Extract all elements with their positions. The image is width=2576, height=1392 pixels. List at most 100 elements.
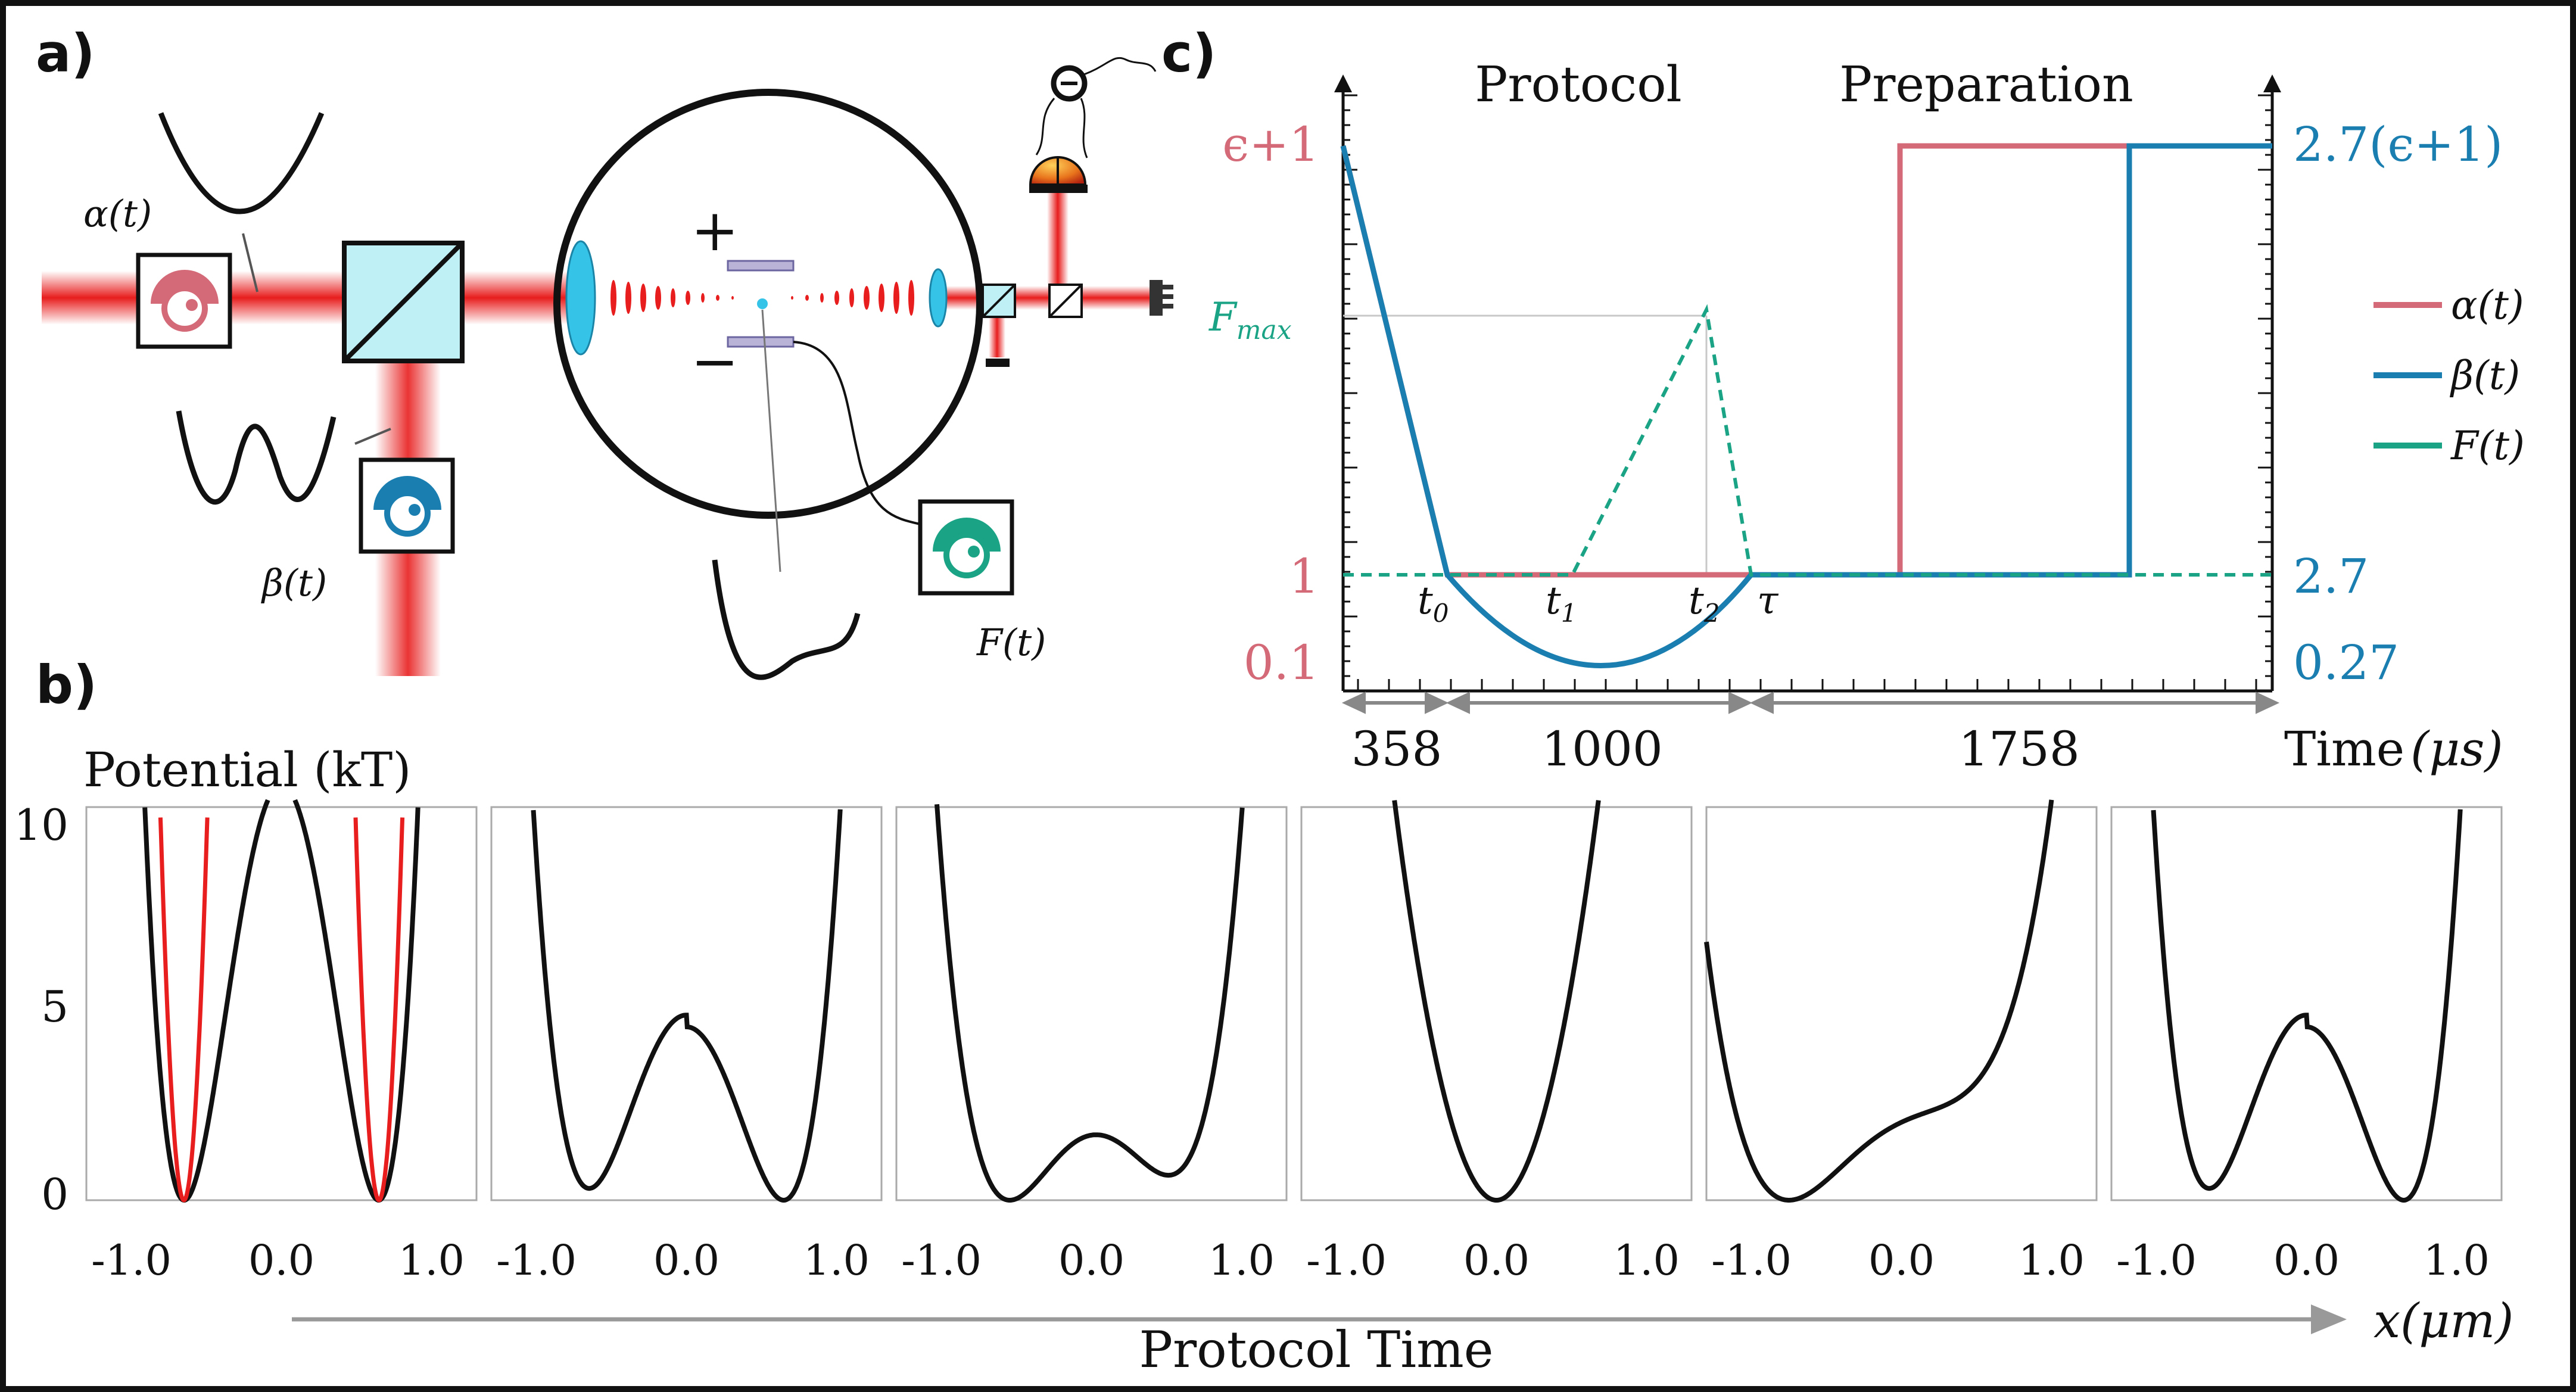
fmax-subscript: max (1236, 315, 1292, 345)
mark-t1: t1 (1546, 579, 1577, 628)
legend: α(t) β(t) F(t) (2373, 282, 2525, 469)
time-axis-ticks (1357, 679, 2257, 691)
time-axis-unit: (μs) (2410, 721, 2503, 777)
right-tick-low: 0.27 (2293, 635, 2399, 690)
left-axis-arrow (1334, 74, 1352, 92)
xtick-label: 0.0 (2273, 1236, 2340, 1285)
mark-t1-symbol: t (1546, 579, 1561, 623)
xtick-label: 1.0 (1613, 1236, 1680, 1285)
detector-icon (1029, 156, 1088, 193)
alpha-label: α(t) (83, 192, 152, 235)
right-tick-mid: 2.7 (2293, 549, 2369, 604)
legend-label-beta: β(t) (2449, 353, 2520, 398)
fmax-symbol: F (1208, 294, 1238, 340)
mark-t1-subscript: 1 (1561, 599, 1577, 628)
top-electrode (727, 260, 795, 272)
beta-label: β(t) (261, 561, 327, 605)
fmax-label: Fmax (1208, 294, 1292, 345)
particle-pointer (761, 309, 781, 572)
series-beta-line (1340, 143, 2272, 668)
potential-panel-frame (895, 806, 1288, 1201)
arrow-label: Protocol Time (1139, 1321, 1493, 1379)
vacuum-chamber (553, 89, 983, 519)
xtick-label: 0.0 (653, 1236, 719, 1285)
plus-sign: + (691, 197, 739, 264)
time-axis-label-text: Time (2284, 721, 2404, 777)
xtick-label: 0.0 (1463, 1236, 1530, 1285)
potential-panel-frame (85, 806, 478, 1201)
xtick-label: -1.0 (496, 1236, 577, 1285)
ytick-0: 0 (41, 1169, 68, 1219)
laser-beam-main (42, 271, 578, 325)
duration-3: 1758 (1958, 721, 2080, 777)
series-alpha-line (1340, 143, 2129, 578)
beam-splitter-icon (342, 241, 465, 363)
xtick-label: 1.0 (398, 1236, 465, 1285)
potential-panel-2: -1.0 0.0 1.0 (490, 806, 883, 1285)
potential-panel-5: -1.0 0.0 1.0 (1704, 799, 2098, 1285)
xtick-label: -1.0 (901, 1236, 982, 1285)
panel-label-b: b) (36, 654, 97, 715)
xtick-label: 1.0 (1208, 1236, 1275, 1285)
right-tick-top: 2.7(ϵ+1) (2293, 117, 2503, 172)
mark-tau: τ (1757, 579, 1779, 623)
potential-curve (531, 809, 843, 1203)
xtick-label: -1.0 (91, 1236, 172, 1285)
xtick-label: -1.0 (1711, 1236, 1792, 1285)
panel-label-a: a) (36, 23, 95, 84)
xtick-label: 0.0 (1868, 1236, 1935, 1285)
xlabel-x: x(μm) (2373, 1293, 2513, 1349)
ytick-10: 10 (14, 800, 68, 850)
panel-label-c: c) (1161, 23, 1216, 84)
beta-knob-icon[interactable] (359, 457, 455, 554)
potential-curve (142, 799, 420, 1203)
potential-panel-frame (1705, 806, 2098, 1201)
protocol-time-arrowhead (2311, 1304, 2347, 1334)
minus-sign: − (691, 328, 739, 395)
potential-curve (935, 804, 1245, 1203)
duration-arrows (1341, 692, 2280, 714)
force-label: F(t) (976, 621, 1046, 664)
ytick-5: 5 (41, 982, 68, 1032)
potential-panel-4: -1.0 0.0 1.0 (1300, 800, 1693, 1285)
right-axis-ticks (2258, 94, 2272, 677)
harmonic-approx-curve (353, 817, 405, 1203)
harmonic-approx-curve (158, 817, 210, 1203)
panel-c-protocol-chart: Protocol Preparation ϵ+1 1 0.1 Fmax 2.7(… (1208, 57, 2525, 777)
electrode-wire (793, 341, 921, 525)
right-axis-arrow (2263, 74, 2281, 92)
mark-t2-symbol: t (1689, 579, 1704, 623)
potential-curve (1392, 800, 1601, 1203)
beta-pointer (354, 428, 391, 445)
collection-lens-icon (929, 268, 948, 328)
alpha-knob-icon[interactable] (136, 253, 232, 349)
focused-beam-fringes (610, 280, 914, 316)
heading-protocol: Protocol (1475, 57, 1682, 113)
legend-label-alpha: α(t) (2451, 282, 2524, 328)
alpha-potential-sketch (158, 112, 325, 214)
potential-snapshots: -1.0 0.0 1.0 -1.0 0.0 1.0 -1.0 0.0 1.0 -1.0 0.0 1.0… (85, 799, 2503, 1285)
xtick-label: 1.0 (2019, 1236, 2085, 1285)
xtick-label: 1.0 (803, 1236, 870, 1285)
force-knob-icon[interactable] (918, 499, 1014, 596)
beta-potential-sketch (176, 410, 337, 505)
mark-t2: t2 (1689, 579, 1720, 628)
potential-panel-1: -1.0 0.0 1.0 (85, 799, 478, 1285)
trapped-particle (757, 298, 768, 309)
xtick-label: -1.0 (2116, 1236, 2197, 1285)
series-force-line (1343, 304, 2272, 577)
legend-label-force: F(t) (2450, 423, 2525, 469)
beam-dump (986, 359, 1010, 367)
potential-panel-frame (1300, 806, 1693, 1201)
alpha-pointer (242, 233, 258, 292)
xtick-label: 0.0 (248, 1236, 314, 1285)
xtick-label: -1.0 (1306, 1236, 1387, 1285)
left-tick-top: ϵ+1 (1222, 117, 1319, 172)
potential-curve (2151, 809, 2463, 1203)
potential-panel-frame (490, 806, 883, 1201)
